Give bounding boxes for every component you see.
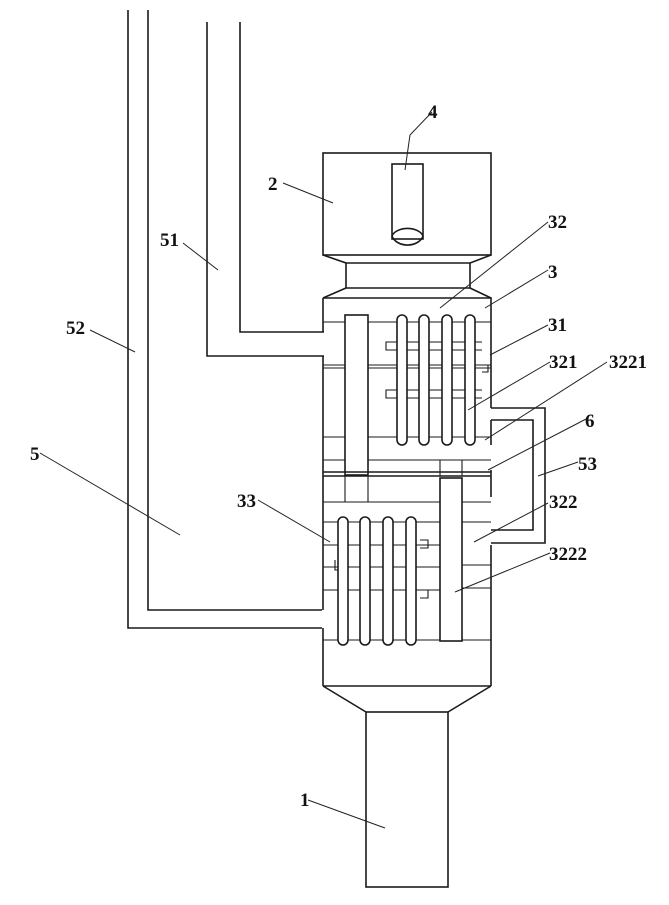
label-5: 5 — [30, 444, 40, 465]
label-4: 4 — [428, 102, 438, 123]
label-53: 53 — [578, 454, 597, 475]
label-32: 32 — [548, 212, 567, 233]
label-2: 2 — [268, 174, 278, 195]
outlet-pipe — [366, 712, 448, 887]
upper-internals — [323, 315, 491, 475]
label-3221: 3221 — [609, 352, 647, 373]
label-322: 322 — [549, 492, 578, 513]
label-31: 31 — [548, 315, 567, 336]
label-6: 6 — [585, 411, 595, 432]
label-33: 33 — [237, 491, 256, 512]
label-1: 1 — [300, 790, 310, 811]
label-3: 3 — [548, 262, 558, 283]
label-52: 52 — [66, 318, 85, 339]
pipe-51-inner — [207, 22, 324, 356]
pipe-52-outer — [128, 10, 322, 628]
label-3222: 3222 — [549, 544, 587, 565]
label-321: 321 — [549, 352, 578, 373]
neck — [323, 255, 491, 298]
bypass-duct — [491, 408, 545, 543]
nozzle — [392, 164, 423, 245]
lower-internals — [323, 478, 491, 645]
label-51: 51 — [160, 230, 179, 251]
